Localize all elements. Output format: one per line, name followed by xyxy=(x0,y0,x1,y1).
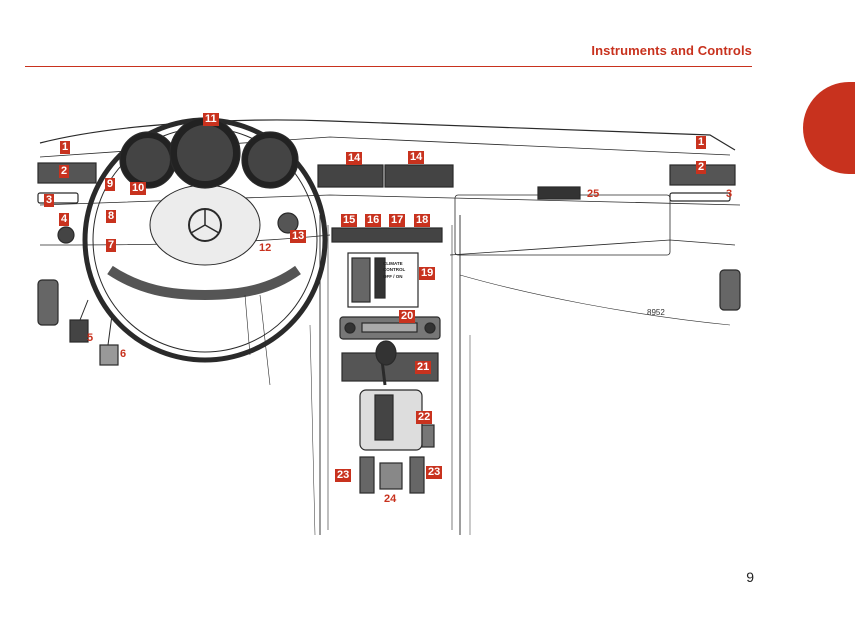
callout-20: 20 xyxy=(399,310,416,323)
callout-25: 25 xyxy=(587,188,600,200)
header-rule xyxy=(25,66,752,67)
callout-9: 9 xyxy=(105,178,116,191)
callout-21: 21 xyxy=(415,361,432,374)
callout-1-right: 1 xyxy=(696,136,707,149)
dashboard-line-art: CLIMATE CONTROL OFF / ON xyxy=(37,117,741,536)
callout-6: 6 xyxy=(120,348,127,360)
callout-15: 15 xyxy=(341,214,358,227)
climate-label-line1: CLIMATE xyxy=(383,261,403,266)
callout-24: 24 xyxy=(384,493,397,505)
callout-23-right: 23 xyxy=(426,466,443,479)
climate-label-line2: CONTROL xyxy=(383,267,405,272)
callout-3-left: 3 xyxy=(44,194,55,207)
callout-2-left: 2 xyxy=(59,165,70,178)
callout-12: 12 xyxy=(259,242,272,254)
callout-13: 13 xyxy=(290,230,307,243)
callout-14-left: 14 xyxy=(346,152,363,165)
callout-16: 16 xyxy=(365,214,382,227)
callout-10: 10 xyxy=(130,182,147,195)
callout-2-right: 2 xyxy=(696,161,707,174)
callout-18: 18 xyxy=(414,214,431,227)
callout-5: 5 xyxy=(87,332,94,344)
callout-4: 4 xyxy=(59,213,70,226)
callout-7: 7 xyxy=(106,239,117,252)
callout-3-right: 3 xyxy=(726,188,733,200)
callout-14-right: 14 xyxy=(408,151,425,164)
callout-23-left: 23 xyxy=(335,469,352,482)
callout-11: 11 xyxy=(203,113,219,126)
callout-19: 19 xyxy=(419,267,436,280)
callout-22: 22 xyxy=(416,411,433,424)
callout-17: 17 xyxy=(389,214,406,227)
dashboard-illustration: CLIMATE CONTROL OFF / ON 1 1 2 2 3 3 4 5… xyxy=(30,95,750,545)
climate-label-line3: OFF / ON xyxy=(383,274,403,279)
callout-1-left: 1 xyxy=(60,141,71,154)
page-number: 9 xyxy=(746,569,754,585)
callout-8: 8 xyxy=(106,210,117,223)
section-thumb-tab xyxy=(803,82,855,174)
section-title: Instruments and Controls xyxy=(591,43,752,58)
figure-number: 8952 xyxy=(647,308,665,317)
